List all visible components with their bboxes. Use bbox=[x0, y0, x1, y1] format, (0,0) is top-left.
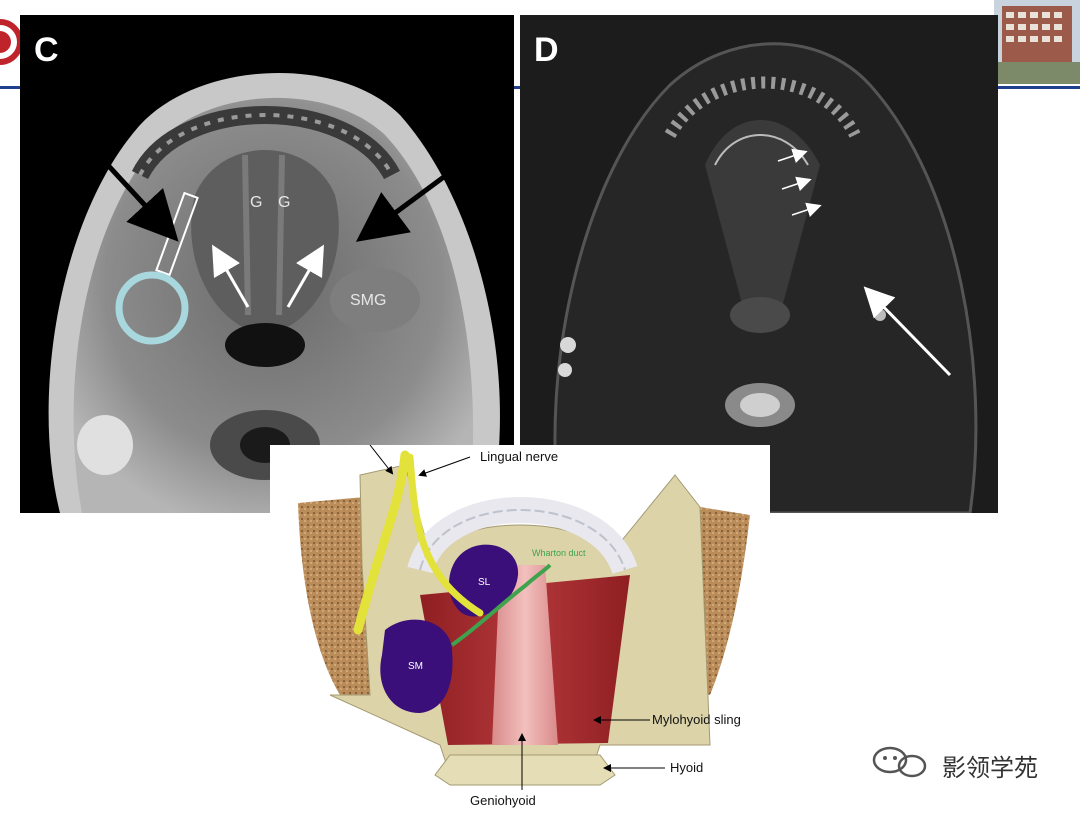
small-arrow-3 bbox=[791, 202, 822, 217]
large-white-arrow bbox=[863, 286, 952, 377]
black-arrow-right bbox=[355, 162, 462, 242]
label-hyoid: Hyoid bbox=[670, 760, 703, 775]
watermark: 影领学苑 bbox=[868, 744, 1038, 786]
label-lingual-nerve: Lingual nerve bbox=[480, 449, 558, 464]
wechat-icon bbox=[868, 744, 934, 786]
panel-label-c: C bbox=[34, 31, 59, 69]
highlight-circle bbox=[115, 271, 189, 345]
label-wharton-duct: Wharton duct bbox=[532, 548, 586, 558]
watermark-text: 影领学苑 bbox=[942, 753, 1038, 782]
label-mylohyoid-sling: Mylohyoid sling bbox=[652, 712, 741, 727]
label-g-right: G bbox=[278, 194, 290, 211]
label-g-left: G bbox=[250, 194, 262, 211]
logo-fragment bbox=[0, 0, 23, 84]
label-sl: SL bbox=[478, 577, 491, 588]
mri-panel-d: D bbox=[520, 15, 998, 513]
building-photo bbox=[994, 0, 1080, 84]
label-geniohyoid: Geniohyoid bbox=[470, 793, 536, 808]
black-arrow-left bbox=[80, 135, 179, 242]
white-arrow-right bbox=[286, 244, 324, 308]
small-arrow-1 bbox=[777, 148, 808, 163]
label-smg: SMG bbox=[350, 292, 386, 309]
white-arrow-left bbox=[212, 244, 250, 308]
panel-label-d: D bbox=[534, 31, 559, 69]
small-arrow-2 bbox=[781, 176, 812, 191]
label-sm: SM bbox=[408, 661, 423, 672]
mri-panel-c: G G SMG C bbox=[20, 15, 514, 513]
anatomy-diagram: Lingual nerve Wharton duct SL SM Mylohyo… bbox=[270, 444, 770, 810]
